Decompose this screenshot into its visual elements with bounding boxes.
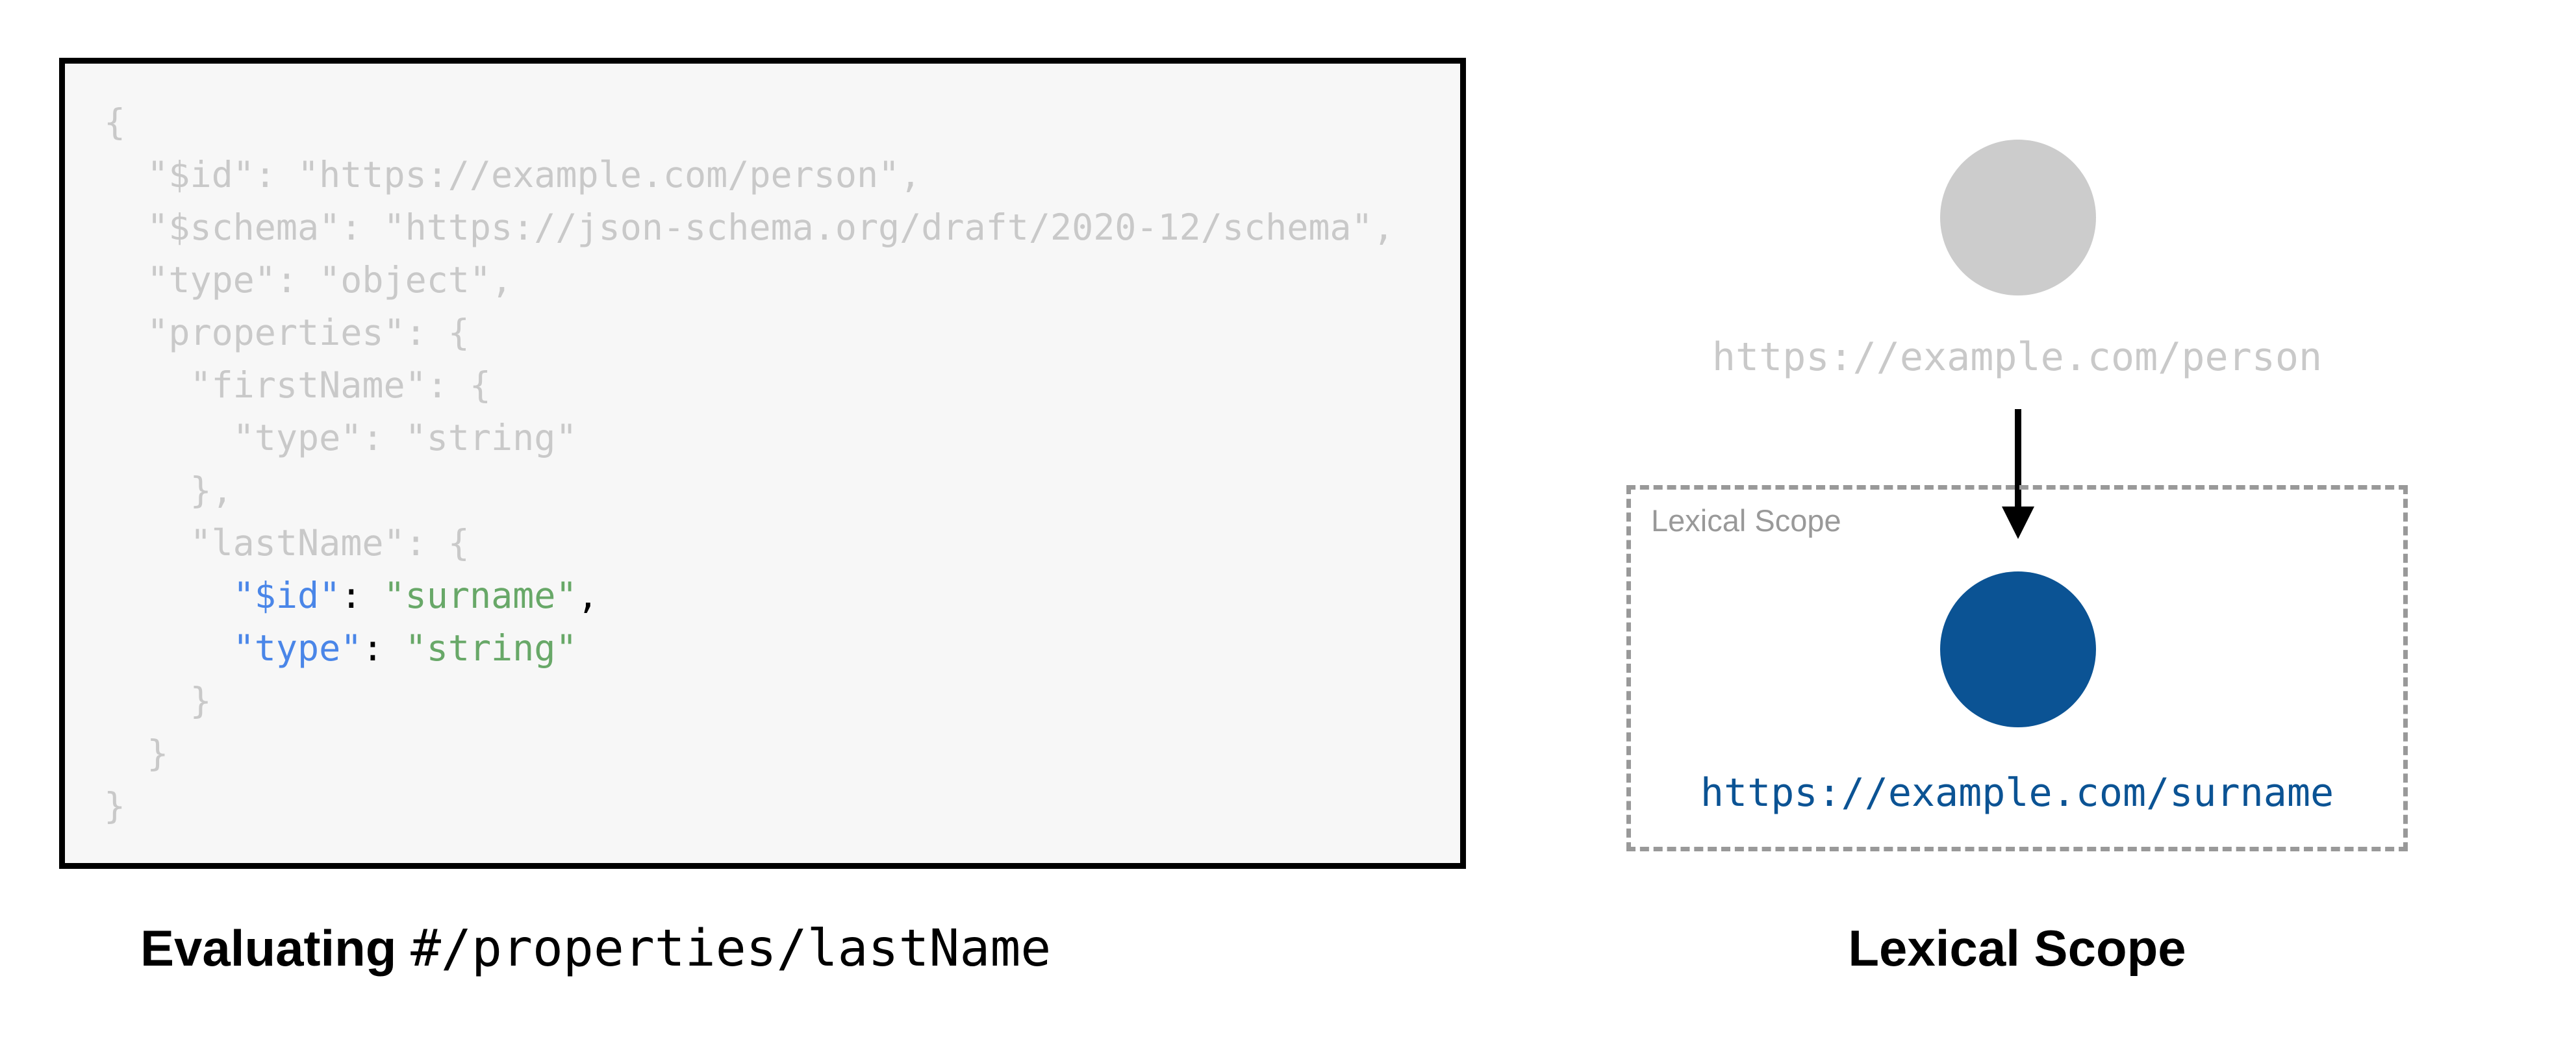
- code-line: "type": "string": [104, 417, 577, 458]
- code-line: "firstName": {: [104, 364, 492, 406]
- code-line: },: [104, 469, 233, 511]
- code-line: }: [104, 732, 169, 774]
- lexical-scope-box: Lexical Scope: [1626, 485, 2408, 851]
- parent-schema-uri-label: https://example.com/person: [1711, 334, 2323, 380]
- code-line: "$id": "https://example.com/person",: [104, 154, 922, 195]
- lexical-scope-box-label: Lexical Scope: [1651, 503, 1841, 538]
- code-line: "properties": {: [104, 312, 470, 353]
- parent-schema-node-circle: [1940, 140, 2096, 295]
- code-line: "$id": "surname",: [233, 575, 599, 616]
- left-caption-evaluating: Evaluating: [140, 920, 411, 977]
- arrow-down-head: [2002, 507, 2034, 539]
- code-line: }: [104, 785, 126, 827]
- left-caption-json-pointer: #/properties/lastName: [410, 920, 1052, 978]
- left-caption: Evaluating #/properties/lastName: [140, 919, 1051, 978]
- code-line: "type": "object",: [104, 259, 513, 301]
- child-schema-uri-label: https://example.com/surname: [1700, 770, 2334, 816]
- json-schema-code-panel: { "$id": "https://example.com/person", "…: [59, 58, 1466, 869]
- code-line: "lastName": {: [104, 522, 470, 564]
- code-block: { "$id": "https://example.com/person", "…: [65, 64, 1460, 832]
- code-line: }: [104, 680, 212, 721]
- code-line: {: [104, 101, 126, 143]
- right-caption: Lexical Scope: [1848, 920, 2186, 977]
- arrow-down-line: [2015, 409, 2021, 508]
- code-line: "$schema": "https://json-schema.org/draf…: [104, 207, 1395, 248]
- code-line: "type": "string": [233, 627, 577, 669]
- child-schema-node-circle: [1940, 571, 2096, 727]
